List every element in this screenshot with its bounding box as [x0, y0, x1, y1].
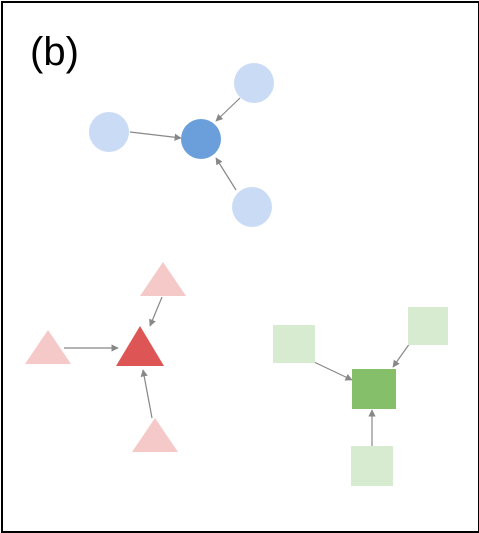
edge-blue-bottom [215, 157, 237, 191]
edge-red-bottom [140, 369, 153, 419]
cluster-red [25, 262, 186, 452]
edge-blue-left [129, 131, 182, 141]
edge-green-left [313, 361, 353, 381]
leaf-node-red-top [140, 262, 186, 296]
cluster-green [273, 307, 448, 486]
leaf-node-blue-left [89, 112, 129, 152]
edge-red-top [149, 296, 163, 327]
hub-node-blue [181, 119, 221, 159]
leaf-node-blue-bottom [232, 187, 272, 227]
cluster-blue [89, 63, 274, 227]
leaf-node-green-top [408, 307, 448, 345]
leaf-node-green-left [273, 325, 315, 363]
leaf-node-green-bottom [351, 446, 393, 486]
edge-green-top [392, 342, 411, 368]
leaf-node-red-bottom [132, 418, 178, 452]
panel-label: (b) [30, 30, 79, 74]
hub-node-green [352, 369, 396, 409]
hub-node-red [116, 326, 164, 366]
edge-blue-top [215, 97, 241, 122]
leaf-node-red-left [25, 330, 71, 364]
leaf-node-blue-top [234, 63, 274, 103]
